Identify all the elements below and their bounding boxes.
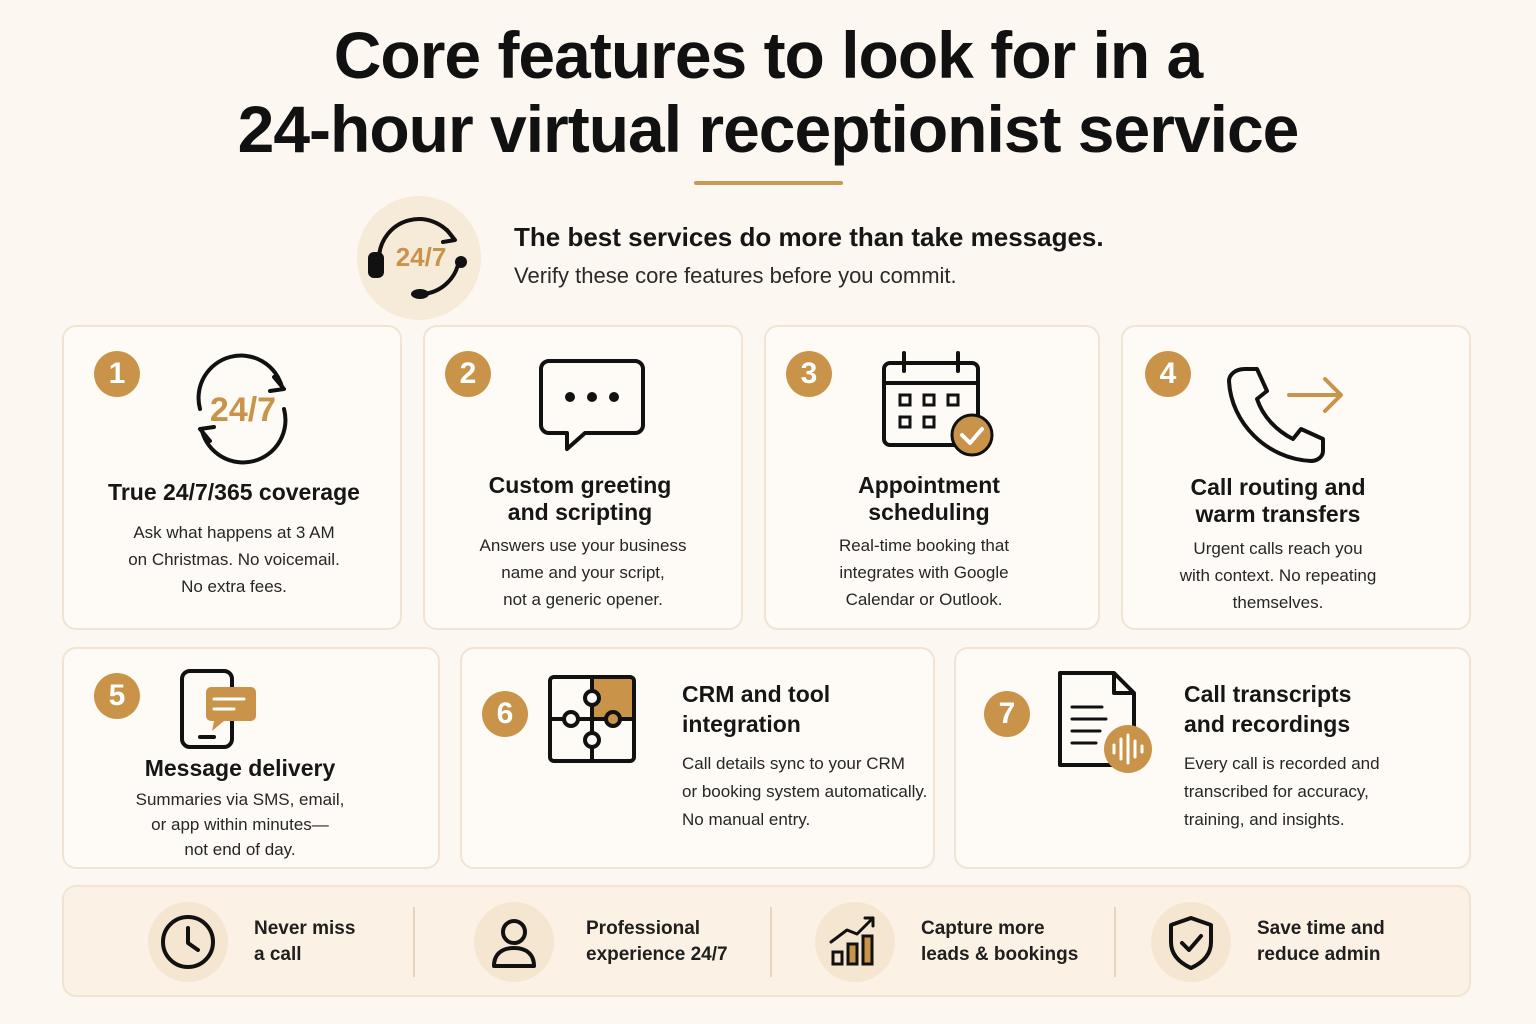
intro-headline: The best services do more than take mess… [514, 222, 1104, 252]
feature-desc: Ask what happens at 3 AM on Christmas. N… [128, 523, 340, 596]
benefit-text: Save time and reduce admin [1257, 918, 1385, 965]
cycle-icon-label: 24/7 [210, 391, 276, 429]
feature-title: Custom greeting and scripting [488, 472, 672, 525]
feature-number-badge: 3 [786, 351, 832, 397]
benefits-strip [62, 885, 1471, 997]
puzzle-icon [548, 675, 636, 763]
feature-title: True 24/7/365 coverage [108, 479, 360, 505]
feature-title: Appointment scheduling [858, 472, 1000, 525]
phone-forward-icon [1227, 367, 1343, 463]
calendar-check-icon [882, 351, 994, 457]
feature-card-1: 1 24/7 True 24/7/365 coverage Ask what h… [62, 325, 402, 630]
transcript-audio-icon [1058, 671, 1152, 773]
page-title: Core features to look for in a 24-hour v… [0, 18, 1536, 166]
title-line-1: Core features to look for in a [333, 18, 1203, 92]
divider [1114, 907, 1116, 977]
feature-number-badge: 7 [984, 691, 1030, 737]
feature-card-4: 4 Call routing and warm transfers Urgent… [1121, 325, 1471, 630]
headset-24-7-icon: 24/7 [357, 196, 481, 320]
benefit-text: Never miss a call [254, 918, 356, 965]
benefit-text: Capture more leads & bookings [921, 918, 1079, 965]
divider [413, 907, 415, 977]
feature-card-3: 3 Appointment scheduling Real-time booki… [764, 325, 1100, 630]
feature-card-6: 6 CRM and tool integration Call details … [460, 647, 935, 869]
feature-number-badge: 1 [94, 351, 140, 397]
feature-title: CRM and tool integration [682, 681, 831, 737]
feature-desc: Every call is recorded and transcribed f… [1184, 754, 1380, 829]
shield-check-icon [1151, 902, 1231, 982]
title-underline [694, 181, 843, 185]
intro-subline: Verify these core features before you co… [514, 263, 957, 288]
24-7-cycle-icon: 24/7 [196, 353, 288, 465]
feature-number-badge: 2 [445, 351, 491, 397]
feature-number-badge: 6 [482, 691, 528, 737]
chat-bubble-icon [539, 359, 645, 451]
feature-desc: Real-time booking that integrates with G… [838, 536, 1010, 609]
benefit-text: Professional experience 24/7 [586, 918, 728, 965]
feature-desc: Call details sync to your CRM or booking… [682, 754, 928, 829]
feature-card-7: 7 Call transcripts and recordings Every … [954, 647, 1471, 869]
user-icon [474, 902, 554, 982]
intro-icon-label: 24/7 [396, 242, 447, 272]
title-line-2: 24-hour virtual receptionist service [237, 92, 1300, 166]
feature-number-badge: 4 [1145, 351, 1191, 397]
feature-card-2: 2 Custom greeting and scripting Answers … [423, 325, 743, 630]
mobile-message-icon [180, 669, 256, 749]
feature-desc: Summaries via SMS, email, or app within … [135, 790, 345, 859]
feature-title: Message delivery [144, 755, 336, 781]
feature-card-5: 5 Message delivery Summaries via SMS, em… [62, 647, 440, 869]
feature-desc: Urgent calls reach you with context. No … [1179, 539, 1377, 612]
divider [770, 907, 772, 977]
feature-title: Call transcripts and recordings [1184, 681, 1352, 737]
growth-chart-icon [815, 902, 895, 982]
feature-title: Call routing and warm transfers [1190, 474, 1366, 527]
feature-number-badge: 5 [94, 673, 140, 719]
feature-desc: Answers use your business name and your … [479, 536, 687, 609]
clock-icon [148, 902, 228, 982]
